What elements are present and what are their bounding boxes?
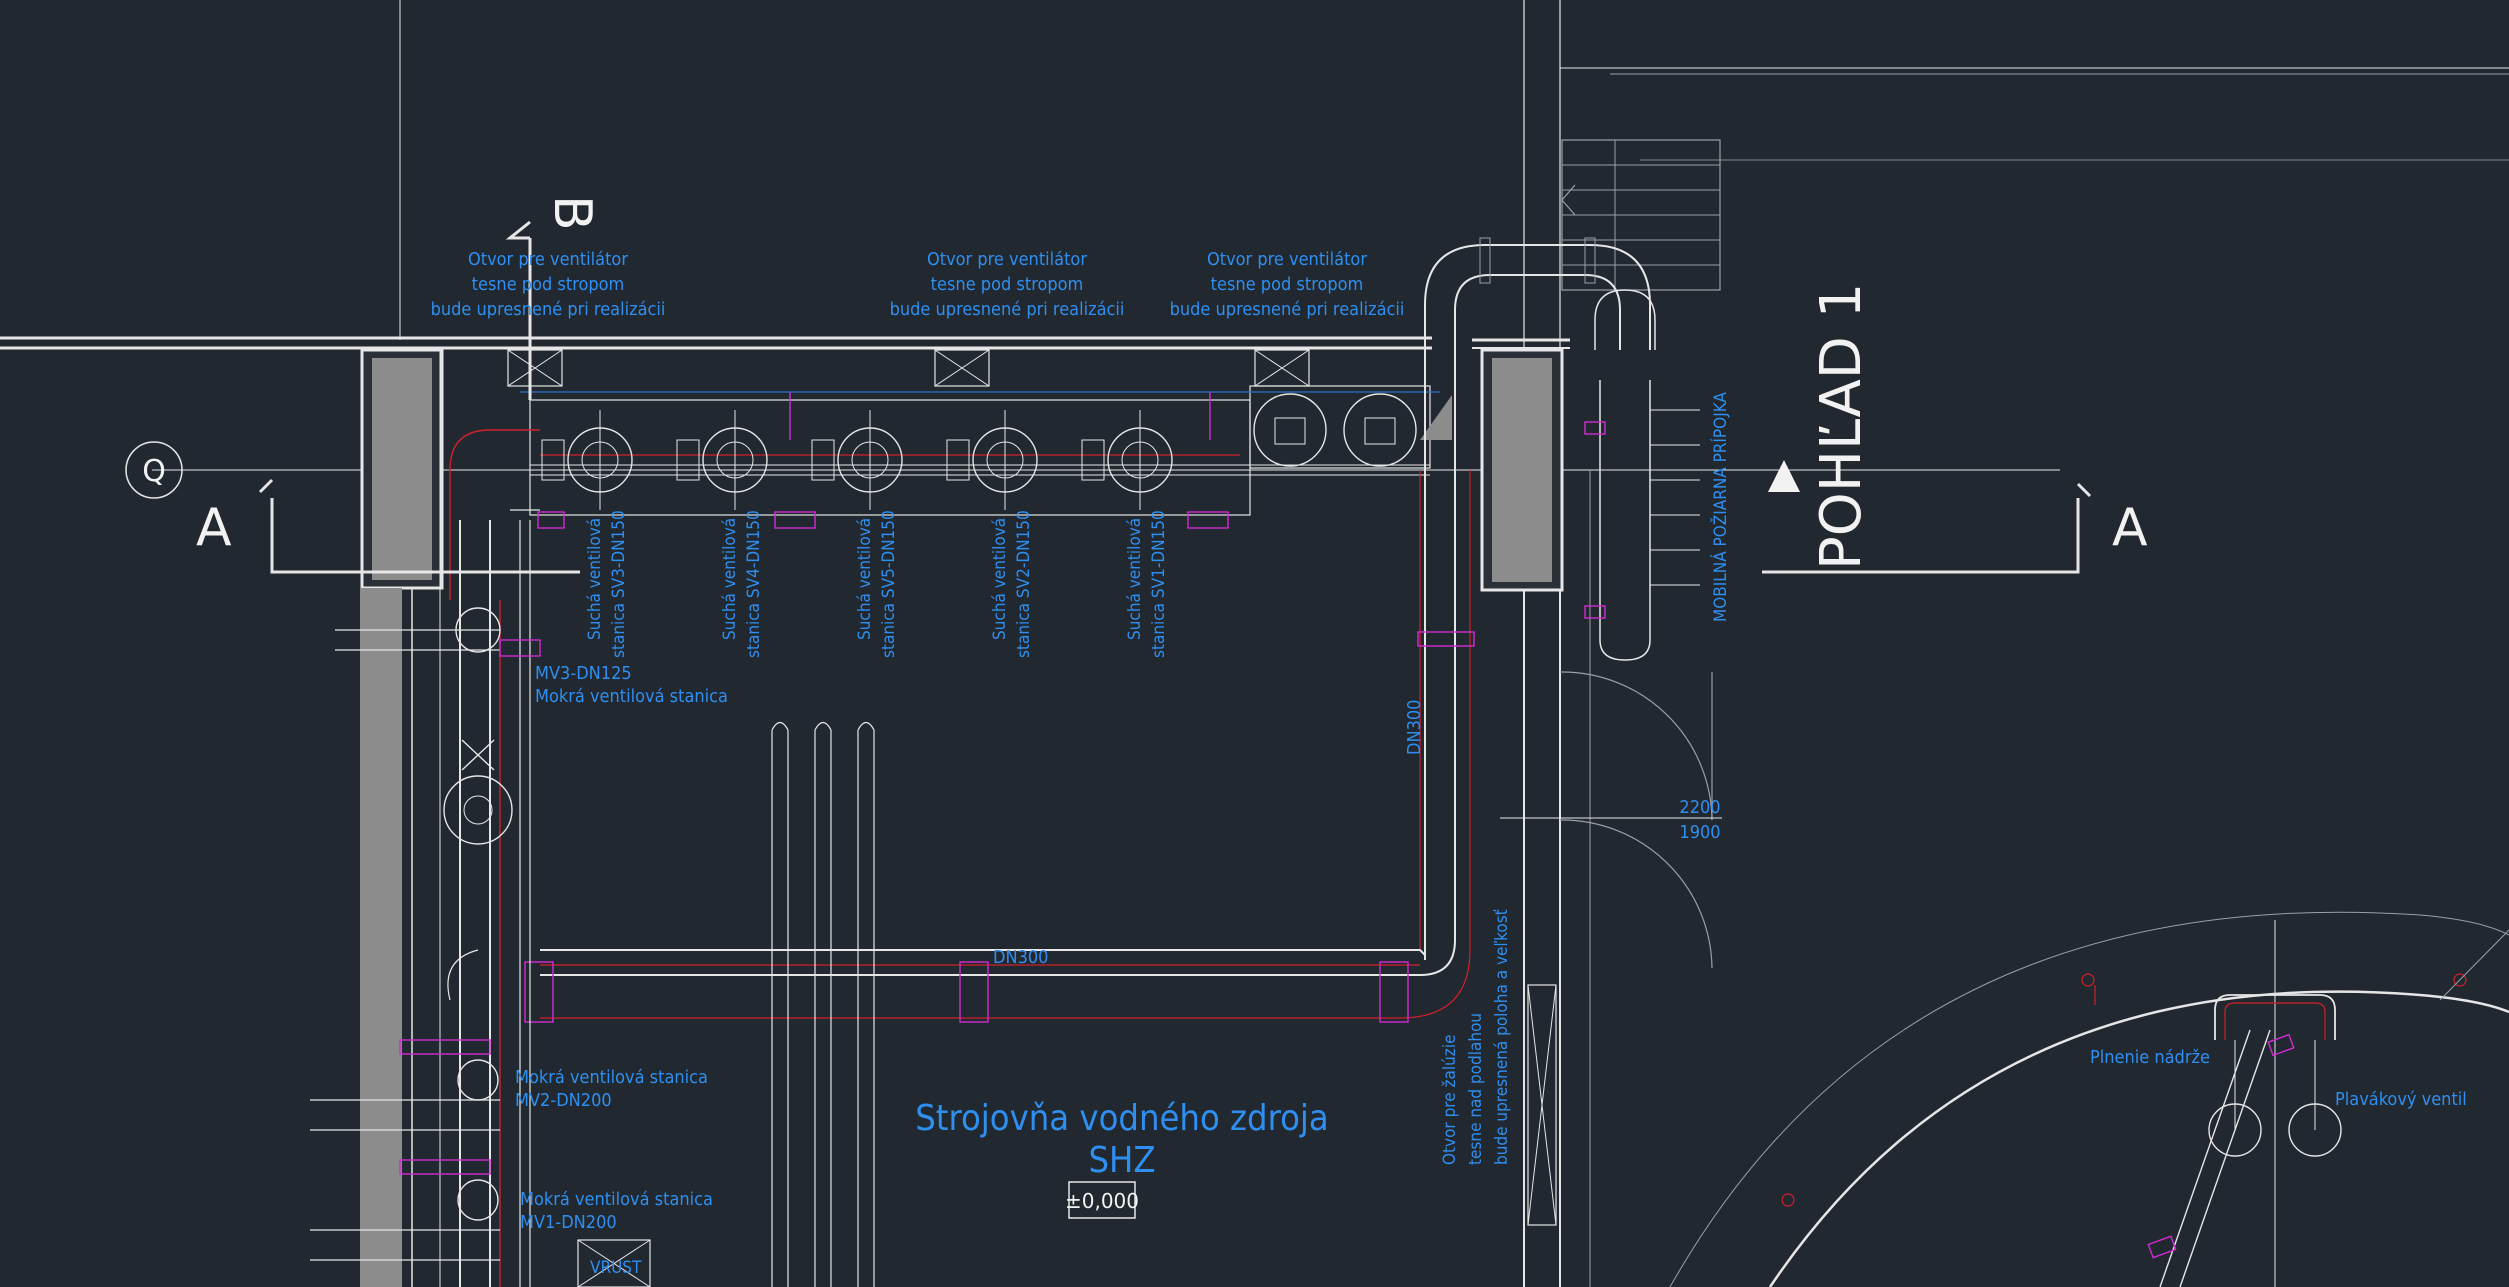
wet-station-label-mv1: Mokrá ventilová stanica MV1-DN200 (520, 1189, 713, 1233)
svg-text:stanica SV5-DN150: stanica SV5-DN150 (879, 510, 899, 658)
svg-text:bude upresnené pri realizácii: bude upresnené pri realizácii (890, 299, 1125, 320)
svg-text:bude upresnené pri realizácii: bude upresnené pri realizácii (431, 299, 666, 320)
dry-station-label-sv3: Suchá ventilová stanica SV3-DN150 (585, 510, 629, 658)
room-subtitle: SHZ (1088, 1140, 1155, 1181)
svg-text:MV1-DN200: MV1-DN200 (520, 1212, 617, 1233)
tank-fill-label: Plnenie nádrže (2090, 1047, 2210, 1068)
section-markers: Q A A B POHĽAD 1 (125, 195, 2148, 574)
svg-text:Suchá ventilová: Suchá ventilová (990, 518, 1010, 640)
pipe-label-dn300-horizontal: DN300 (993, 947, 1049, 968)
dry-station-label-sv2: Suchá ventilová stanica SV2-DN150 (990, 510, 1034, 658)
dry-valve-manifold (520, 385, 1452, 529)
svg-text:stanica SV2-DN150: stanica SV2-DN150 (1014, 510, 1034, 658)
walls (0, 336, 1570, 1287)
dry-station-label-sv1: Suchá ventilová stanica SV1-DN150 (1125, 510, 1169, 658)
svg-text:Mokrá ventilová stanica: Mokrá ventilová stanica (535, 686, 728, 707)
level-mark: ±0,000 (1065, 1189, 1139, 1213)
mobile-connection-label: MOBILNÁ POŽIARNA PRÍPOJKA (1709, 392, 1731, 622)
svg-text:Mokrá ventilová stanica: Mokrá ventilová stanica (520, 1189, 713, 1210)
view-label-1: POHĽAD 1 (1809, 283, 1874, 570)
louver-opening-note: Otvor pre žalúzie tesne nad podlahou bud… (1440, 909, 1512, 1165)
vent-openings (507, 349, 1310, 387)
svg-text:tesne pod stropom: tesne pod stropom (931, 274, 1084, 295)
piping (310, 237, 1700, 1287)
svg-text:stanica SV4-DN150: stanica SV4-DN150 (744, 510, 764, 658)
svg-text:Mokrá ventilová stanica: Mokrá ventilová stanica (515, 1067, 708, 1088)
vent-opening-note-1: Otvor pre ventilátor tesne pod stropom b… (431, 249, 666, 320)
svg-text:Otvor pre ventilátor: Otvor pre ventilátor (927, 249, 1087, 270)
pipe-label-dn300-vertical: DN300 (1404, 700, 1425, 756)
svg-text:bude upresnená poloha a veľkos: bude upresnená poloha a veľkosť (1492, 909, 1512, 1165)
grid-bubble-q (125, 441, 183, 499)
svg-text:Otvor pre ventilátor: Otvor pre ventilátor (1207, 249, 1367, 270)
svg-text:stanica SV3-DN150: stanica SV3-DN150 (609, 510, 629, 658)
dry-station-unit (946, 410, 1038, 510)
staircase (1561, 139, 1721, 291)
svg-text:Otvor pre žalúzie: Otvor pre žalúzie (1440, 1035, 1460, 1166)
svg-text:bude upresnené pri realizácii: bude upresnené pri realizácii (1170, 299, 1405, 320)
dry-station-label-sv4: Suchá ventilová stanica SV4-DN150 (720, 510, 764, 658)
svg-text:Suchá ventilová: Suchá ventilová (855, 518, 875, 640)
svg-text:Suchá ventilová: Suchá ventilová (1125, 518, 1145, 640)
vent-opening-note-3: Otvor pre ventilátor tesne pod stropom b… (1170, 249, 1405, 320)
svg-text:tesne pod stropom: tesne pod stropom (1211, 274, 1364, 295)
svg-text:tesne pod stropom: tesne pod stropom (472, 274, 625, 295)
dry-station-unit (811, 410, 903, 510)
dry-station-unit (541, 410, 633, 510)
annotations: Otvor pre ventilátor tesne pod stropom b… (431, 249, 2467, 1278)
svg-text:MV3-DN125: MV3-DN125 (535, 663, 632, 684)
section-label-a-left: A (196, 498, 232, 558)
water-tank (1669, 911, 2509, 1287)
room-title: Strojovňa vodného zdroja (915, 1098, 1329, 1139)
door-dim-top: 2200 (1679, 797, 1720, 818)
section-label-a-right: A (2112, 498, 2148, 558)
svg-text:Otvor pre ventilátor: Otvor pre ventilátor (468, 249, 628, 270)
svg-text:MV2-DN200: MV2-DN200 (515, 1090, 612, 1111)
svg-text:stanica SV1-DN150: stanica SV1-DN150 (1149, 510, 1169, 658)
svg-text:Suchá ventilová: Suchá ventilová (585, 518, 605, 640)
svg-text:Suchá ventilová: Suchá ventilová (720, 518, 740, 640)
float-valve-label: Plavákový ventil (2335, 1089, 2467, 1110)
section-label-b: B (542, 195, 602, 231)
svg-text:tesne nad podlahou: tesne nad podlahou (1466, 1013, 1486, 1165)
inlet-label: VRUST (590, 1258, 642, 1278)
wet-station-label-mv3: MV3-DN125 Mokrá ventilová stanica (535, 663, 728, 707)
door-swings (1559, 671, 1722, 969)
grid-label-q: Q (142, 454, 166, 489)
dry-station-unit (1081, 410, 1173, 510)
dry-station-label-sv5: Suchá ventilová stanica SV5-DN150 (855, 510, 899, 658)
construction-lines (152, 0, 2509, 1287)
wet-station-label-mv2: Mokrá ventilová stanica MV2-DN200 (515, 1067, 708, 1111)
dry-station-unit (676, 410, 768, 510)
door-dim-bottom: 1900 (1679, 822, 1720, 843)
vent-opening-note-2: Otvor pre ventilátor tesne pod stropom b… (890, 249, 1125, 320)
